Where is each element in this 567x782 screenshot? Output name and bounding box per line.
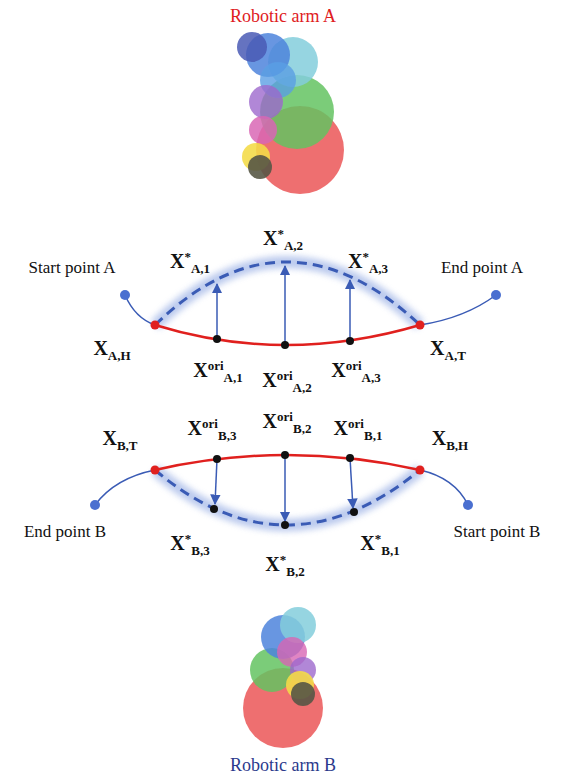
symbol-letter: X — [430, 337, 444, 359]
point-symbol: XA,T — [430, 337, 466, 363]
point-symbol: X*B,2 — [265, 553, 304, 579]
point-symbol: XA,H — [93, 337, 130, 363]
point-label: End point B — [24, 523, 106, 542]
point-symbol: XoriB,1 — [334, 417, 383, 443]
subscript: B,T — [117, 438, 138, 453]
point-symbol: X*A,2 — [263, 227, 303, 253]
superscript: ori — [277, 409, 293, 424]
subscript: A,H — [108, 348, 131, 363]
symbol-letter: X — [262, 369, 276, 391]
point-symbol: X*B,3 — [170, 532, 209, 558]
symbol-letter: X — [265, 553, 279, 575]
point-symbol: X*A,1 — [170, 250, 210, 276]
subscript: A,T — [445, 348, 466, 363]
symbol-letter: X — [334, 417, 348, 439]
subscript: A,2 — [284, 238, 303, 253]
symbol-letter: X — [263, 410, 277, 432]
robot-arm-b — [243, 607, 323, 748]
point-symbol: XB,H — [432, 427, 469, 453]
point-symbol: XoriA,3 — [331, 359, 380, 385]
symbol-letter: X — [348, 250, 362, 272]
superscript: * — [362, 249, 369, 264]
symbol-letter: X — [432, 427, 446, 449]
superscript: ori — [348, 416, 364, 431]
superscript: * — [184, 249, 191, 264]
point-label: End point A — [441, 259, 523, 278]
arm-title: Robotic arm B — [230, 756, 336, 776]
subscript: A,3 — [369, 261, 388, 276]
subscript: A,2 — [293, 380, 312, 395]
subscript: B,1 — [364, 428, 382, 443]
subscript: A,1 — [224, 370, 243, 385]
point-symbol: XoriB,3 — [188, 417, 237, 443]
symbol-letter: X — [188, 417, 202, 439]
trajectory-b — [90, 451, 473, 529]
symbol-letter: X — [93, 337, 107, 359]
symbol-letter: X — [170, 250, 184, 272]
subscript: B,2 — [293, 421, 311, 436]
superscript: ori — [277, 368, 293, 383]
symbol-letter: X — [102, 427, 116, 449]
point-symbol: X*A,3 — [348, 250, 388, 276]
subscript: A,1 — [191, 261, 210, 276]
symbol-letter: X — [263, 227, 277, 249]
point-symbol: XoriB,2 — [263, 410, 312, 436]
superscript: * — [185, 531, 192, 546]
superscript: ori — [202, 416, 218, 431]
subscript: A,3 — [362, 370, 381, 385]
superscript: * — [280, 552, 287, 567]
symbol-letter: X — [331, 359, 345, 381]
point-label: Start point A — [29, 259, 116, 278]
subscript: B,3 — [191, 543, 209, 558]
symbol-letter: X — [170, 532, 184, 554]
subscript: B,2 — [286, 564, 304, 579]
subscript: B,H — [446, 438, 468, 453]
superscript: * — [375, 531, 382, 546]
point-symbol: XB,T — [102, 427, 137, 453]
superscript: ori — [346, 358, 362, 373]
point-symbol: X*B,1 — [360, 532, 399, 558]
point-label: Start point B — [454, 523, 541, 542]
robot-arm-a — [237, 32, 344, 194]
subscript: B,3 — [218, 428, 236, 443]
point-symbol: XoriA,2 — [262, 369, 311, 395]
subscript: B,1 — [381, 543, 399, 558]
symbol-letter: X — [193, 359, 207, 381]
point-symbol: XoriA,1 — [193, 359, 242, 385]
superscript: ori — [208, 358, 224, 373]
symbol-letter: X — [360, 532, 374, 554]
superscript: * — [277, 226, 284, 241]
arm-title: Robotic arm A — [230, 7, 336, 27]
